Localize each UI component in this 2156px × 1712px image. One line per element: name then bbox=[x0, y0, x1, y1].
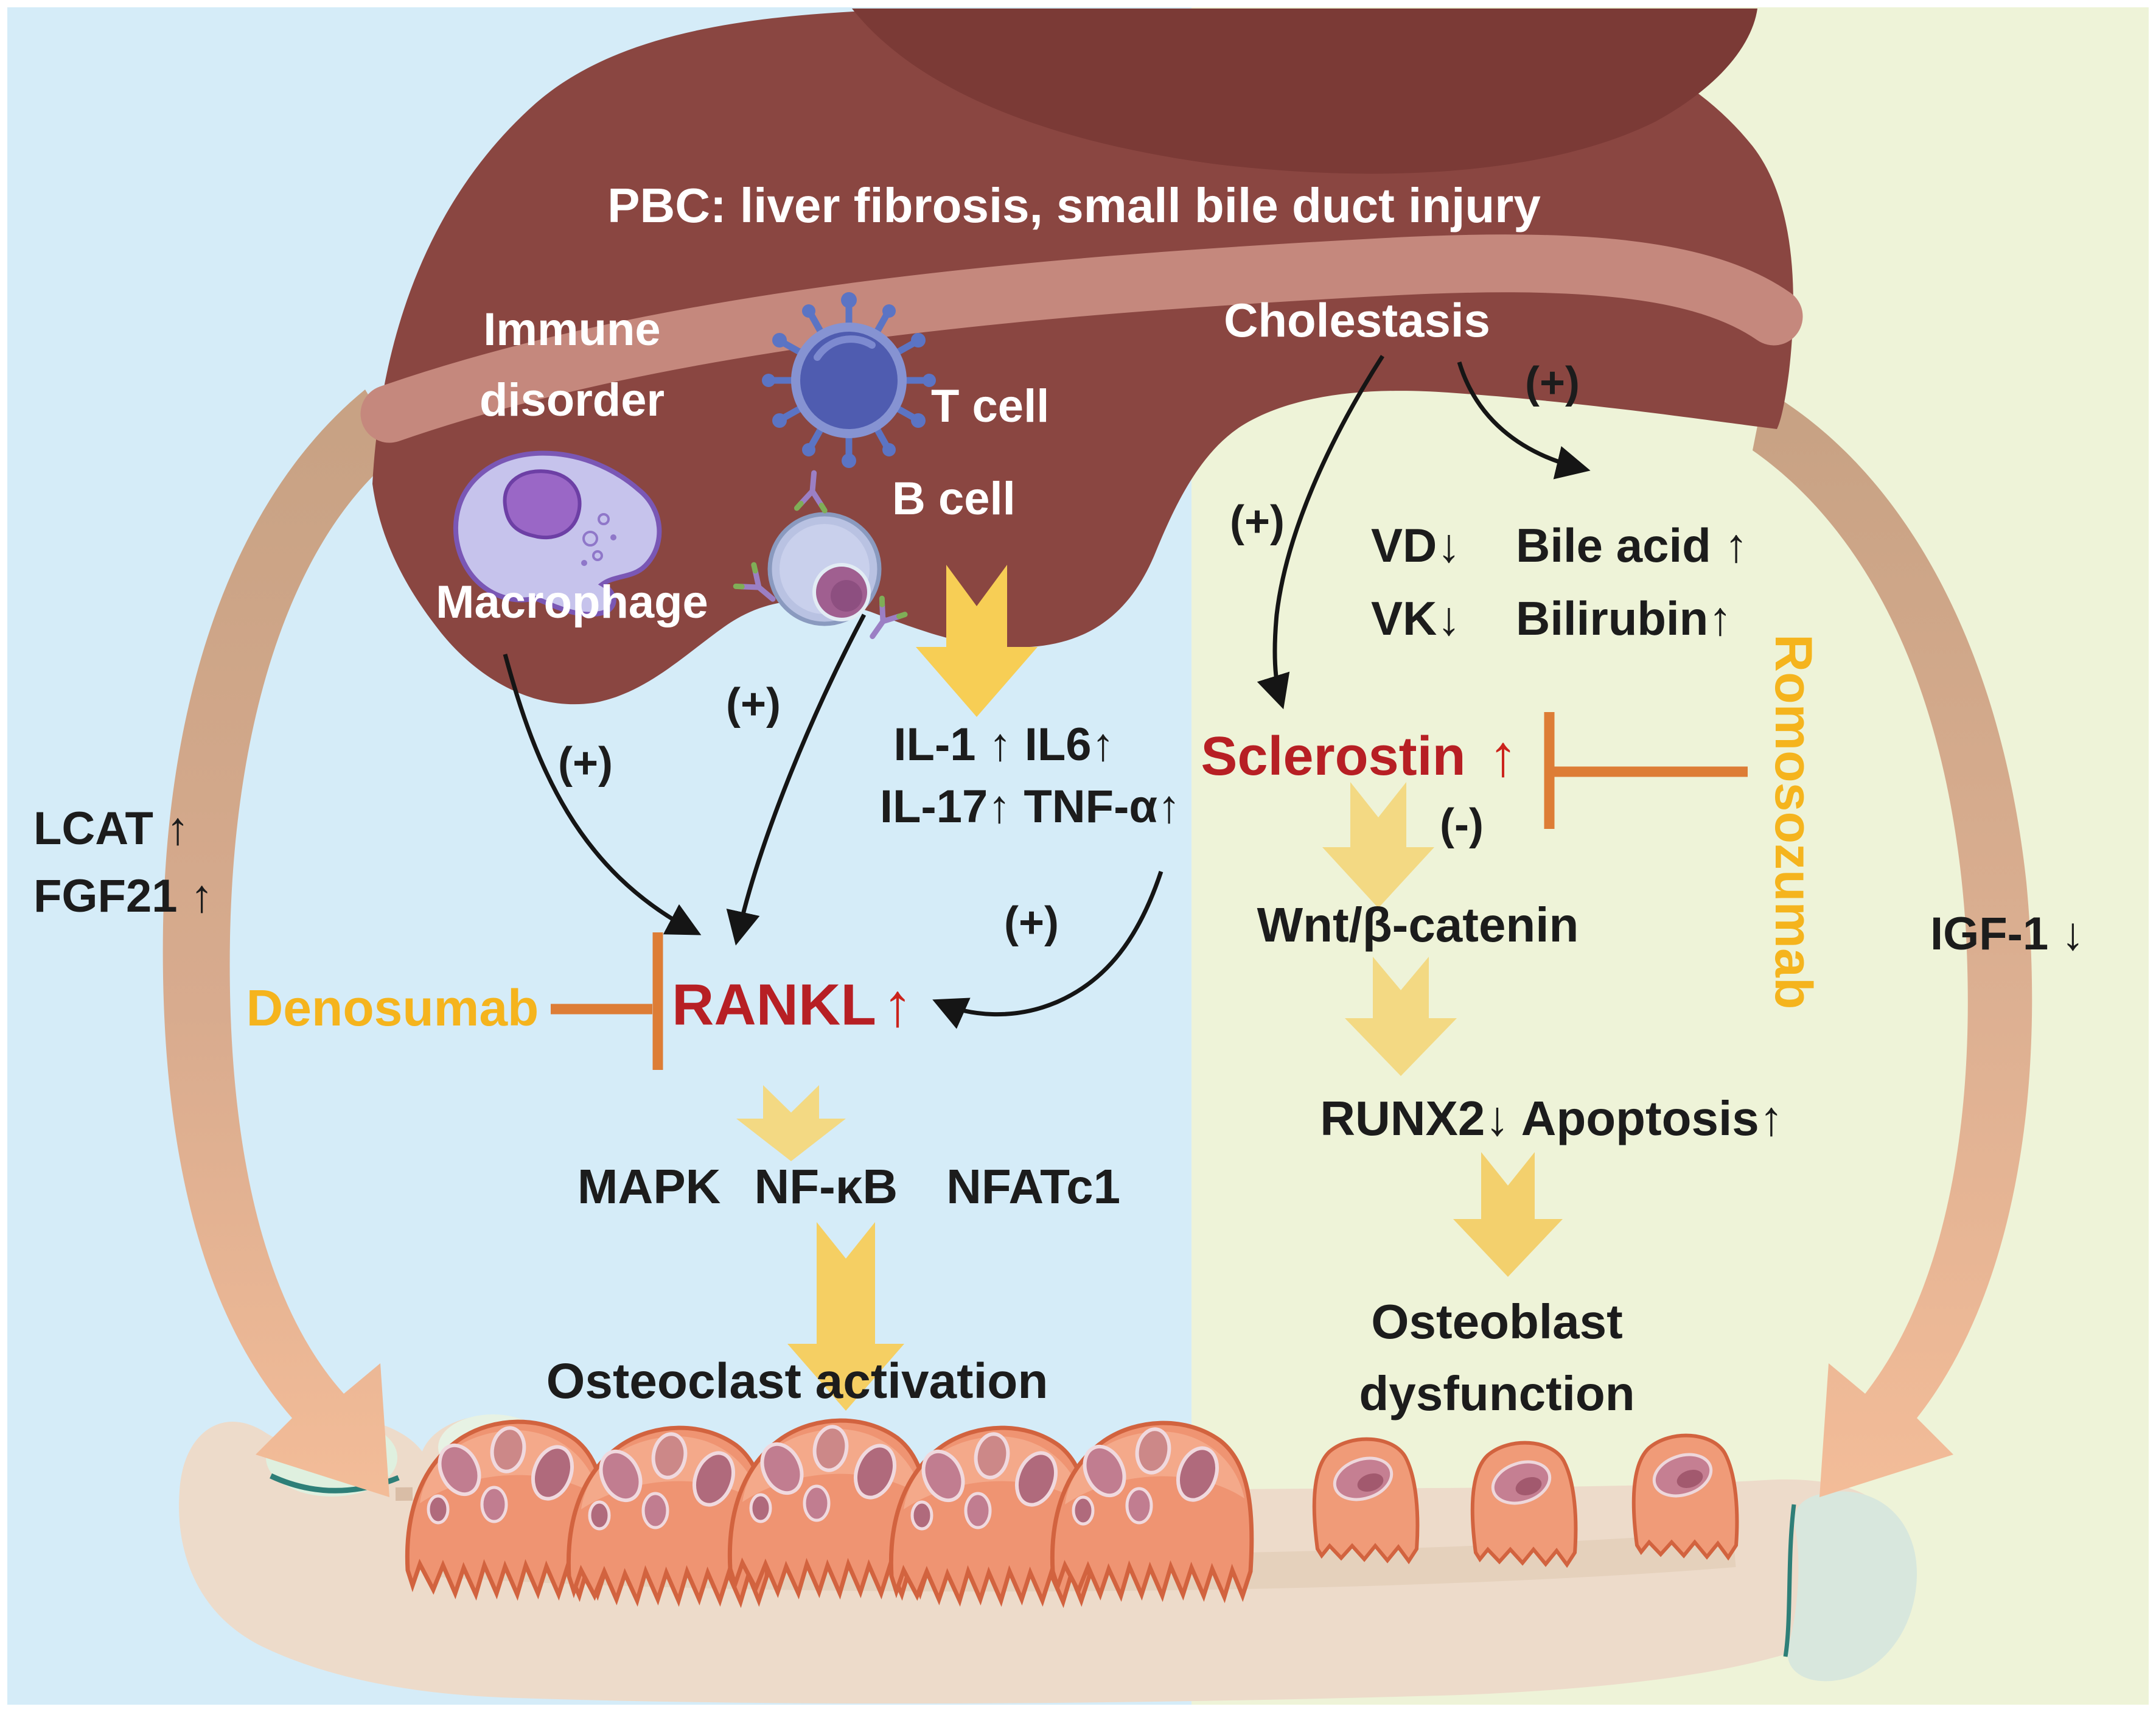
t-cell-icon bbox=[762, 292, 936, 468]
lcat-label: LCAT ↑ bbox=[33, 803, 190, 855]
cytokines-line1: IL-1 ↑ IL6↑ bbox=[893, 719, 1115, 771]
macrophage-icon bbox=[453, 450, 662, 617]
arrow-sclerostin-to-wnt bbox=[1322, 782, 1434, 908]
t-cell-label: T cell bbox=[931, 380, 1050, 433]
mapk-label: MAPK bbox=[577, 1159, 721, 1214]
plus-sign-tnf: (+) bbox=[1004, 898, 1059, 948]
arrow-runx2-to-osteoblast bbox=[1453, 1152, 1563, 1277]
arrow-liver-to-cytokines bbox=[916, 565, 1038, 717]
plus-sign-sclerostin-path: (+) bbox=[1230, 497, 1285, 547]
osteoclast-activation-label: Osteoclast activation bbox=[546, 1353, 1048, 1409]
plus-sign-bileacid-path: (+) bbox=[1525, 358, 1580, 408]
cholestasis-label: Cholestasis bbox=[1224, 293, 1490, 348]
osteoblast-dysfunction-line2: dysfunction bbox=[1359, 1366, 1635, 1420]
immune-disorder-label-line1: Immune bbox=[483, 304, 661, 356]
vitamin-row-1: VD↓ Bile acid ↑ bbox=[1371, 519, 1748, 573]
figure-title: PBC: liver fibrosis, small bile duct inj… bbox=[607, 178, 1541, 232]
signaling-row: MAPK NF-κB NFATc1 bbox=[577, 1161, 1120, 1212]
wnt-label: Wnt/β-catenin bbox=[1257, 898, 1579, 952]
arrow-rankl-to-mapk bbox=[736, 1085, 846, 1161]
cytokines-line2: IL-17↑ TNF-α↑ bbox=[879, 781, 1181, 833]
immune-disorder-label-line2: disorder bbox=[479, 374, 665, 427]
romosozumab-label: Romosozumab bbox=[1764, 634, 1823, 1010]
osteoblast-row bbox=[1314, 1436, 1737, 1565]
vd-label: VD↓ bbox=[1371, 519, 1461, 573]
sclerostin-up-arrow: ↑ bbox=[1488, 723, 1518, 789]
plus-sign-bcell: (+) bbox=[726, 680, 781, 729]
bilirubin-label: Bilirubin↑ bbox=[1516, 592, 1732, 646]
arrow-macrophage-to-rankl bbox=[503, 654, 702, 935]
vitamin-row-2: VK↓ Bilirubin↑ bbox=[1371, 592, 1732, 646]
runx2-apoptosis-label: RUNX2↓ Apoptosis↑ bbox=[1320, 1091, 1784, 1145]
fgf21-label: FGF21 ↑ bbox=[33, 870, 214, 923]
liver-light-band bbox=[360, 234, 1803, 443]
nfkb-label: NF-κB bbox=[754, 1159, 898, 1214]
rankl-label: RANKL bbox=[672, 972, 876, 1038]
liver-to-bone-band-left bbox=[162, 390, 402, 1497]
process-arrows bbox=[736, 565, 1563, 1411]
arrow-wnt-to-runx2 bbox=[1345, 957, 1457, 1076]
vk-label: VK↓ bbox=[1371, 592, 1461, 646]
arrow-cholestasis-to-sclerostin bbox=[1257, 355, 1384, 710]
igf1-label: IGF-1 ↓ bbox=[1930, 908, 2085, 960]
b-cell-icon bbox=[733, 470, 908, 640]
denosumab-label: Denosumab bbox=[246, 979, 539, 1036]
arrow-tnf-to-rankl bbox=[932, 870, 1163, 1029]
nfatc1-label: NFATc1 bbox=[946, 1159, 1121, 1214]
minus-sign-wnt-path: (-) bbox=[1440, 800, 1484, 850]
liver-to-bone-band-right bbox=[1753, 390, 2032, 1497]
macrophage-label: Macrophage bbox=[436, 576, 708, 629]
liver-body bbox=[372, 9, 1793, 705]
arrow-mapk-to-osteoclast bbox=[787, 1222, 904, 1411]
stimulation-arrows bbox=[503, 355, 1591, 1029]
osteoblast-dysfunction-line1: Osteoblast bbox=[1371, 1294, 1623, 1349]
arrow-cholestasis-to-bileacid bbox=[1457, 361, 1591, 480]
liver-dark-lobe bbox=[852, 9, 1757, 174]
rankl-up-arrow: ↑ bbox=[882, 971, 913, 1039]
bile-acid-label: Bile acid ↑ bbox=[1516, 519, 1748, 573]
osteoclast-row bbox=[407, 1420, 1251, 1602]
sclerostin-label: Sclerostin bbox=[1201, 725, 1466, 787]
plus-sign-macrophage: (+) bbox=[558, 739, 613, 788]
arrow-bcell-to-rankl bbox=[726, 613, 867, 946]
liver-illustration bbox=[360, 9, 1803, 705]
b-cell-label: B cell bbox=[892, 473, 1016, 525]
cartilage-cap-right bbox=[1787, 1491, 1917, 1682]
inhibition-bars bbox=[551, 712, 1748, 1070]
